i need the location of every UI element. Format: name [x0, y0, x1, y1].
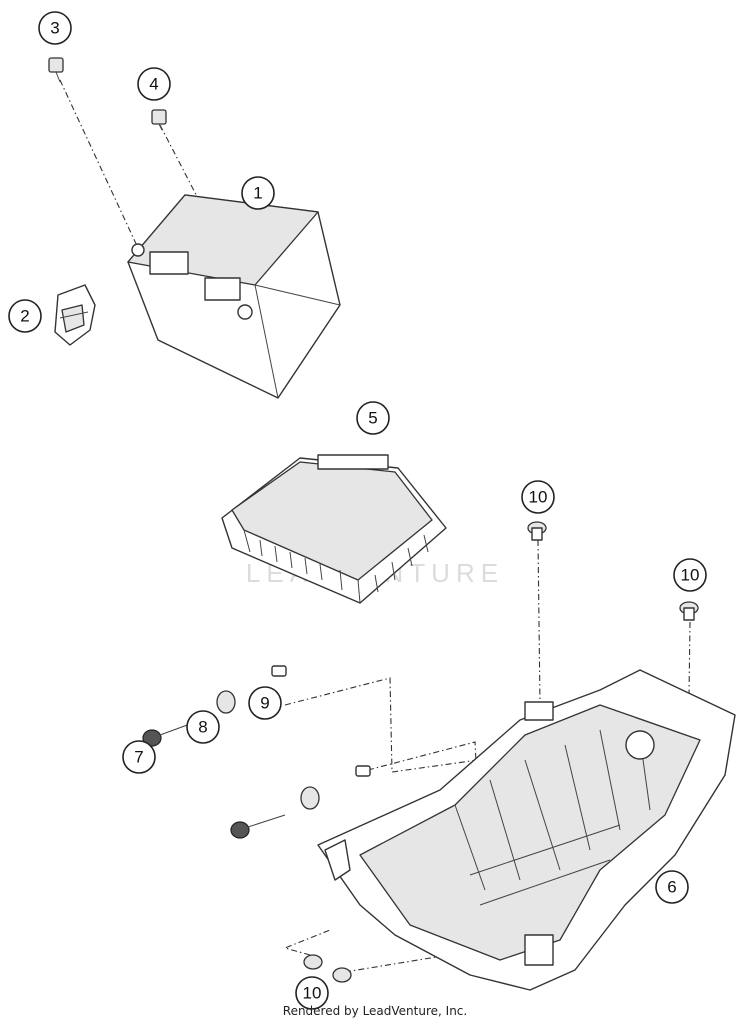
callout-3: 3 [38, 11, 72, 45]
svg-text:10: 10 [681, 566, 700, 585]
callout-10-bottom: 10 [295, 976, 329, 1010]
callout-5: 5 [356, 401, 390, 435]
svg-text:6: 6 [667, 878, 676, 897]
svg-text:10: 10 [529, 488, 548, 507]
grommet-10 [303, 521, 699, 983]
screw-7b [230, 814, 286, 839]
callout-6: 6 [655, 870, 689, 904]
svg-text:10: 10 [303, 984, 322, 1003]
battery [127, 194, 341, 399]
svg-text:7: 7 [134, 748, 143, 767]
battery-holder [317, 669, 736, 991]
bolt-4 [151, 109, 167, 131]
callout-8: 8 [186, 710, 220, 744]
callout-10-right: 10 [673, 558, 707, 592]
svg-text:1: 1 [253, 184, 262, 203]
terminal-clip [54, 284, 96, 346]
bolt-3 [48, 57, 64, 83]
svg-text:4: 4 [149, 75, 158, 94]
callout-1: 1 [241, 176, 275, 210]
svg-text:2: 2 [20, 307, 29, 326]
svg-text:5: 5 [368, 409, 377, 428]
callout-2: 2 [8, 299, 42, 333]
screw-7 [142, 723, 191, 747]
grommet-8 [216, 690, 320, 810]
callout-7: 7 [122, 740, 156, 774]
svg-text:9: 9 [260, 694, 269, 713]
svg-text:8: 8 [198, 718, 207, 737]
callout-10-top: 10 [521, 480, 555, 514]
callout-9: 9 [248, 686, 282, 720]
battery-tray [221, 454, 447, 604]
svg-text:3: 3 [50, 19, 59, 38]
spacer-9 [271, 665, 371, 777]
callout-4: 4 [137, 67, 171, 101]
footer-credit: Rendered by LeadVenture, Inc. [282, 1004, 468, 1018]
